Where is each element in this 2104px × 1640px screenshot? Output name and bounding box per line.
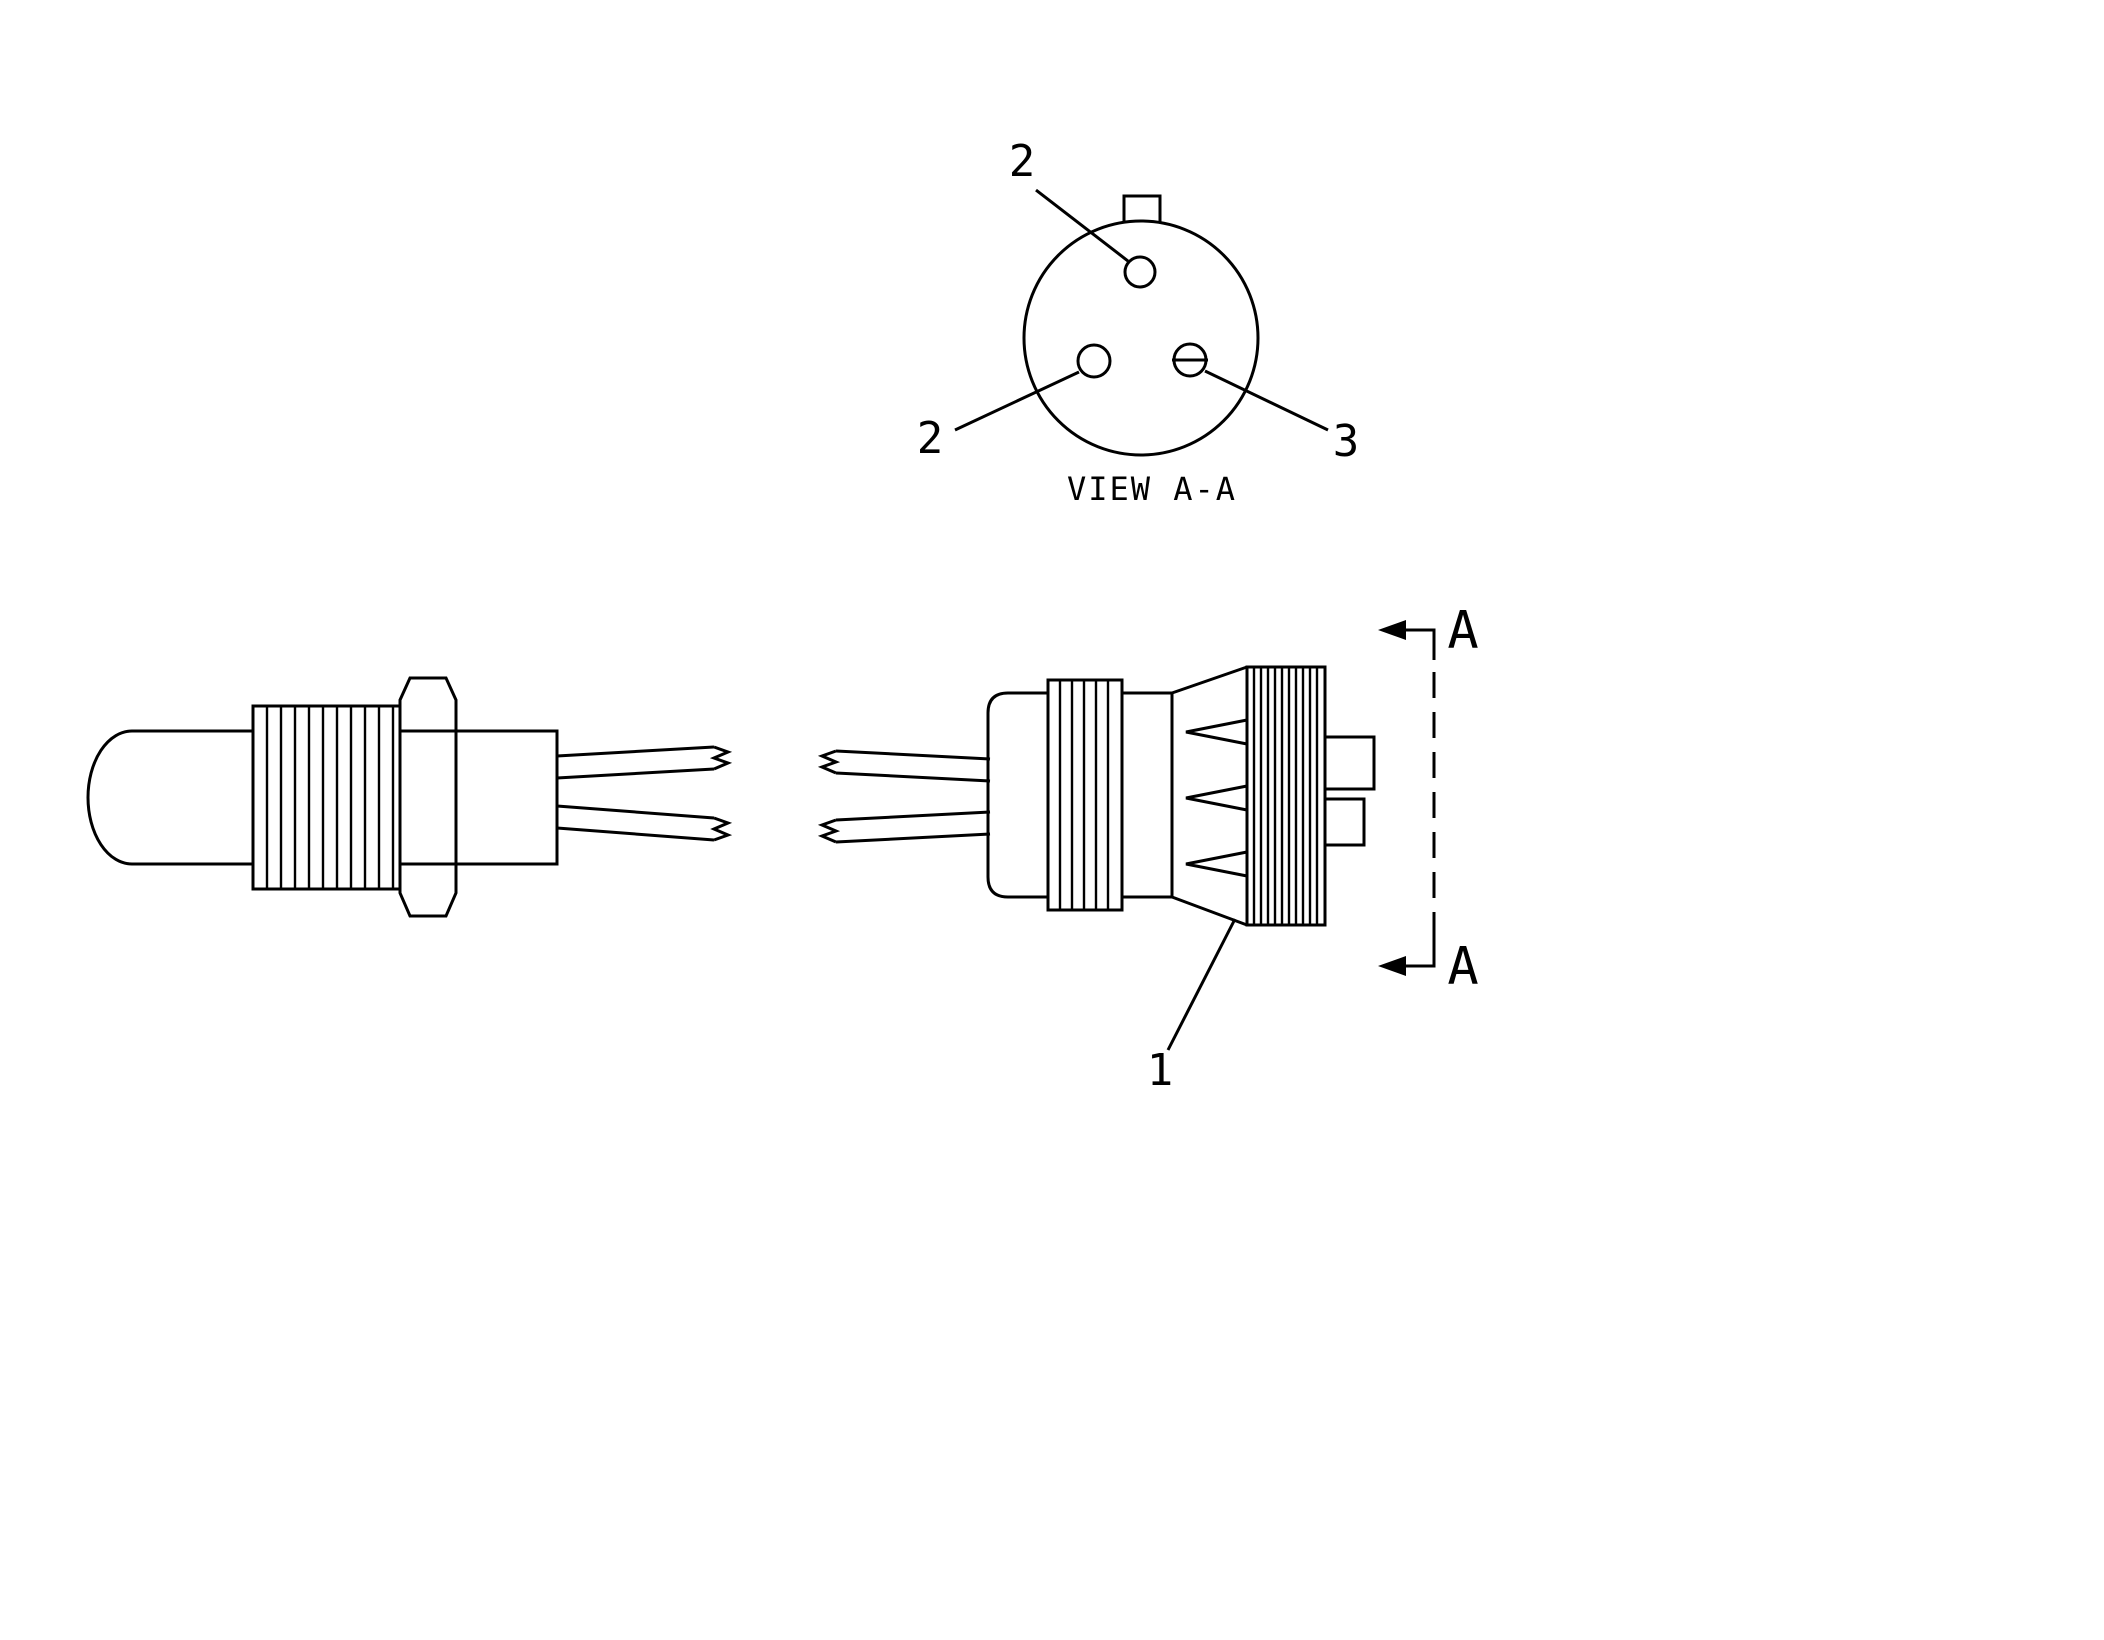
section-top-corner bbox=[1402, 628, 1436, 660]
pin-left bbox=[1076, 343, 1112, 379]
coupling-section bbox=[1170, 665, 1248, 927]
pin-top-label: 2 bbox=[1009, 136, 1036, 187]
thread-lines bbox=[265, 706, 395, 889]
pin-right-label: 3 bbox=[1333, 416, 1360, 467]
retention-prong-bottom bbox=[1185, 850, 1248, 878]
connector-body bbox=[986, 691, 1048, 899]
section-line-a-a: A A bbox=[1378, 601, 1479, 997]
ridge-lines bbox=[1058, 680, 1110, 910]
section-arrow-top-icon bbox=[1378, 620, 1406, 640]
sensor-sleeve bbox=[454, 729, 559, 866]
section-bottom-label: A bbox=[1447, 937, 1478, 997]
leader-line-pin-top bbox=[1035, 188, 1129, 263]
connector-wires bbox=[817, 749, 991, 844]
wire-break-mark bbox=[817, 749, 841, 775]
knurl-lines bbox=[1252, 667, 1319, 925]
hex-nut bbox=[398, 676, 458, 918]
pin-top bbox=[1123, 255, 1157, 289]
retention-prong-middle bbox=[1185, 784, 1248, 812]
mating-tab-lower bbox=[1325, 797, 1366, 847]
probe-tip bbox=[86, 729, 253, 866]
pin-left-label: 2 bbox=[917, 413, 944, 464]
section-bottom-corner bbox=[1402, 936, 1436, 968]
wire-break-mark bbox=[817, 818, 841, 844]
view-aa-detail: 2 2 3 VIEW A-A bbox=[917, 136, 1360, 508]
view-aa-caption: VIEW A-A bbox=[1067, 470, 1237, 508]
sensor-wires bbox=[556, 745, 733, 842]
wire-break-mark bbox=[710, 816, 733, 842]
sensor-probe-assembly bbox=[86, 676, 733, 918]
connector-assembly: 1 bbox=[817, 665, 1376, 1096]
mating-tab-upper bbox=[1325, 735, 1376, 791]
wire-break-mark bbox=[709, 745, 733, 771]
leader-line-pin-left bbox=[954, 370, 1080, 432]
section-top-label: A bbox=[1447, 601, 1478, 661]
knurled-ring bbox=[1245, 665, 1327, 927]
section-arrow-bottom-icon bbox=[1378, 956, 1406, 976]
retention-prong-top bbox=[1185, 718, 1248, 746]
leader-line-connector bbox=[1166, 918, 1237, 1051]
connector-face-circle bbox=[1022, 219, 1260, 457]
connector-label: 1 bbox=[1147, 1045, 1174, 1096]
leader-line-pin-right bbox=[1204, 369, 1329, 432]
connector-key-tab bbox=[1122, 194, 1162, 222]
